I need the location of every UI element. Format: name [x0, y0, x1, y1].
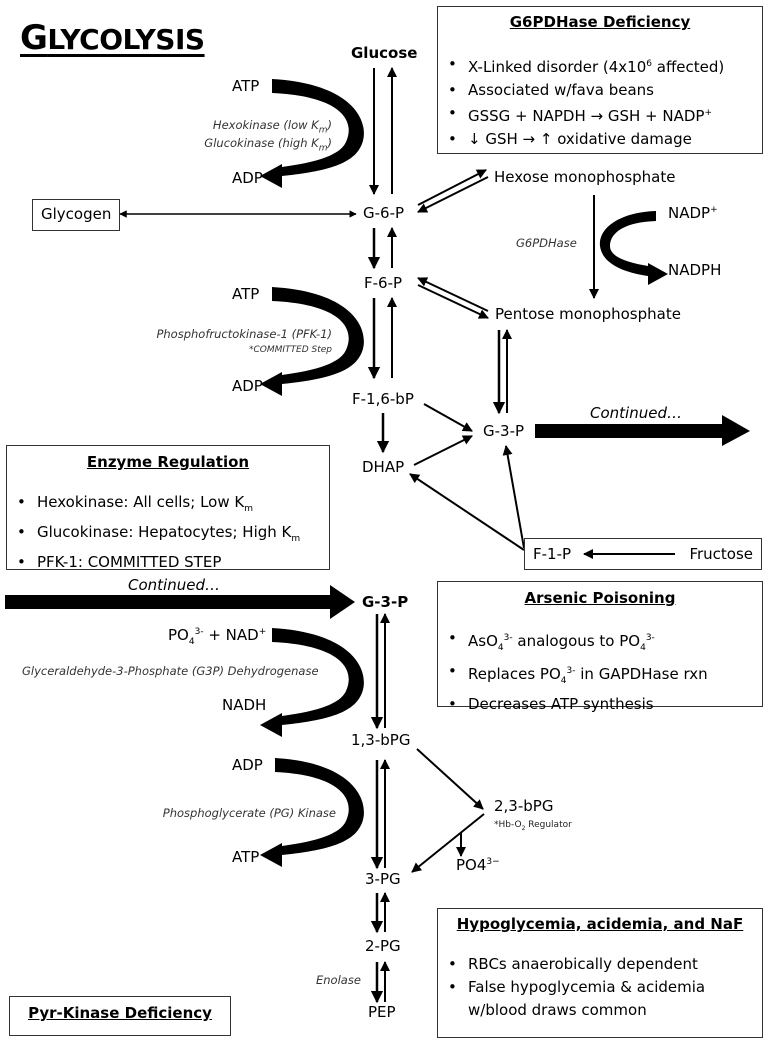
arrow-g6p-to-hexose [417, 169, 487, 206]
list-item: RBCs anaerobically dependent [438, 953, 762, 976]
arrow-23bpg-to-3pg [411, 813, 485, 873]
cofactor-po4-nad: PO43- + NAD+ [168, 626, 267, 647]
continued-label-top: Continued… [590, 404, 682, 422]
info-box-heading: Enzyme Regulation [86, 453, 250, 471]
node-13bpg: 1,3-bPG [351, 731, 411, 749]
cofactor-hk-atp: ATP [232, 77, 260, 95]
node-23bpg: 2,3-bPG [494, 797, 554, 815]
arrow-dhap-to-g3p [413, 435, 473, 466]
list-item: X-Linked disorder (4x106 affected) [438, 53, 762, 79]
glycogen-box: Glycogen [32, 199, 120, 231]
arrow-f6p-to-pentose [417, 284, 489, 319]
node-fructose: Fructose [689, 545, 753, 563]
node-dhap: DHAP [362, 458, 405, 476]
node-g6p: G-6-P [363, 204, 405, 222]
node-f6p: F-6-P [364, 274, 403, 292]
arrow-f1p-to-g3p [502, 445, 525, 549]
enzyme-pfk1-note: *COMMITTED Step [248, 345, 332, 355]
list-item: AsO43- analogous to PO43- [438, 627, 762, 660]
list-item: False hypoglycemia & acidemia [438, 976, 762, 999]
info-box-heading: G6PDHase Deficiency [509, 13, 691, 31]
curved-arrow-pgk [260, 758, 364, 867]
enzyme-hexokinase: Hexokinase (low Km) [212, 118, 332, 136]
cofactor-pgk-adp: ADP [232, 756, 263, 774]
enzyme-gapdh: Glyceraldehyde-3-Phosphate (G3P) Dehydro… [22, 664, 319, 678]
node-3pg: 3-PG [365, 870, 401, 888]
list-item: GSSG + NAPDH → GSH + NADP+ [438, 102, 762, 128]
continued-arrow-bottom [5, 585, 355, 619]
info-box-heading: Arsenic Poisoning [524, 589, 676, 607]
enzyme-g6pdhase: G6PDHase [516, 236, 577, 250]
info-box-hypoglycemia: Hypoglycemia, acidemia, and NaF RBCs ana… [437, 908, 763, 1038]
info-box-heading: Hypoglycemia, acidemia, and NaF [456, 915, 744, 933]
enzyme-glucokinase: Glucokinase (high Km) [204, 136, 332, 154]
node-po4-released: PO43− [456, 856, 500, 874]
info-box-g6pd-deficiency: G6PDHase Deficiency X-Linked disorder (4… [437, 6, 763, 154]
node-f1p: F-1-P [533, 545, 572, 563]
continued-label-bottom: Continued… [128, 576, 220, 594]
list-item: Hexokinase: All cells; Low Km [7, 491, 329, 521]
curved-arrow-pfk [260, 287, 364, 396]
list-item-continuation: w/blood draws common [468, 1001, 647, 1019]
note-hb-o2-regulator: *Hb-O2 Regulator [494, 820, 572, 832]
info-box-enzyme-regulation: Enzyme Regulation Hexokinase: All cells;… [6, 445, 330, 574]
curved-arrow-hexokinase [260, 79, 364, 188]
enzyme-enolase: Enolase [316, 973, 361, 987]
node-f16bp: F-1,6-bP [352, 390, 414, 408]
node-glycogen: Glycogen [41, 205, 112, 223]
curved-arrow-gapdh [260, 628, 364, 737]
node-g3p-second: G-3-P [362, 593, 409, 611]
info-box-pyr-kinase-deficiency: Pyr-Kinase Deficiency [9, 996, 231, 1036]
node-g3p: G-3-P [483, 422, 525, 440]
info-box-heading: Pyr-Kinase Deficiency [28, 1004, 212, 1022]
arrow-13bpg-to-23bpg [416, 748, 484, 810]
enzyme-pg-kinase: Phosphoglycerate (PG) Kinase [162, 806, 336, 820]
cofactor-pfk-adp: ADP [232, 377, 263, 395]
curved-arrow-g6pdhase [599, 211, 668, 285]
list-item: Glucokinase: Hepatocytes; High Km [7, 521, 329, 551]
list-item: PFK-1: COMMITTED STEP [7, 551, 329, 574]
cofactor-nadp: NADP+ [668, 204, 718, 222]
node-glucose: Glucose [351, 44, 418, 62]
cofactor-nadh: NADH [222, 696, 267, 714]
info-box-arsenic-poisoning: Arsenic Poisoning AsO43- analogous to PO… [437, 581, 763, 716]
arrow-hexose-to-g6p [417, 176, 489, 213]
cofactor-nadph: NADPH [668, 261, 722, 279]
continued-arrow-top [535, 415, 750, 446]
page-title: GLYCOLYSIS [20, 18, 205, 58]
node-2pg: 2-PG [365, 937, 401, 955]
arrow-f1p-to-dhap [409, 473, 525, 551]
enzyme-pfk1: Phosphofructokinase-1 (PFK-1) [156, 327, 332, 341]
node-pentose-monophosphate: Pentose monophosphate [495, 305, 681, 323]
arrow-pentose-to-f6p [417, 277, 489, 312]
list-item: ↓ GSH → ↑ oxidative damage [438, 128, 762, 151]
cofactor-hk-adp: ADP [232, 169, 263, 187]
node-pep: PEP [368, 1003, 396, 1021]
cofactor-pfk-atp: ATP [232, 285, 260, 303]
list-item: Decreases ATP synthesis [438, 693, 762, 716]
fructose-box: F-1-P Fructose [524, 538, 762, 570]
arrow-f16bp-to-g3p [423, 403, 473, 432]
list-item: Replaces PO43- in GAPDHase rxn [438, 660, 762, 693]
list-item: Associated w/fava beans [438, 79, 762, 102]
cofactor-pgk-atp: ATP [232, 848, 260, 866]
node-hexose-monophosphate: Hexose monophosphate [494, 168, 676, 186]
